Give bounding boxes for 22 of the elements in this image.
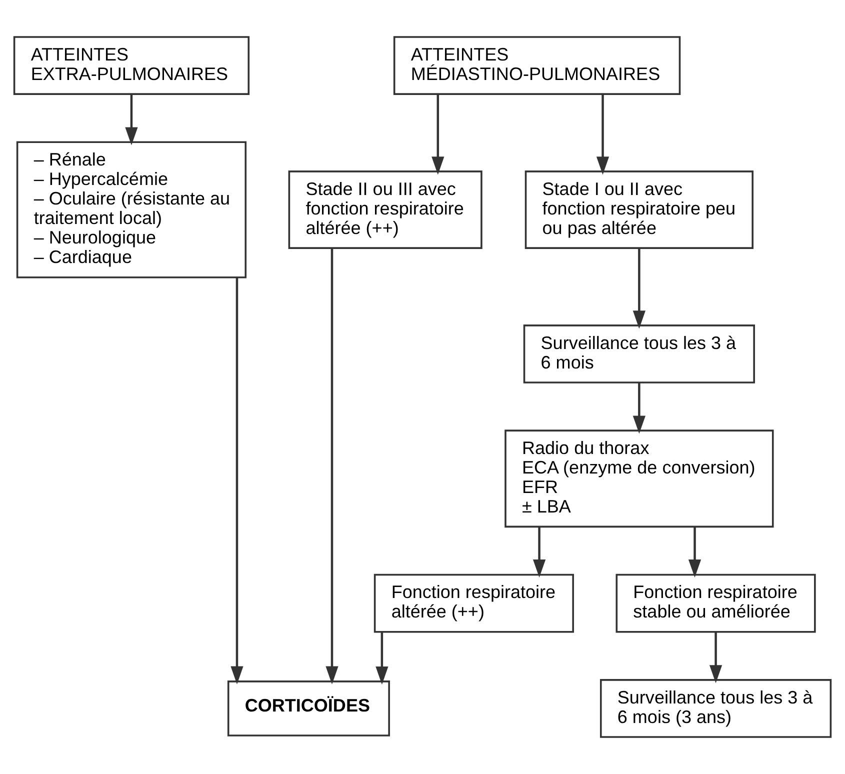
arrow	[230, 278, 244, 684]
arrow	[532, 527, 546, 578]
node-box: Surveillance tous les 3 à 6 mois (3 ans)	[600, 679, 832, 738]
arrow	[632, 248, 646, 329]
arrow	[125, 94, 138, 146]
arrow	[376, 632, 388, 685]
node-box: – Rénale – Hypercalcémie – Oculaire (résistante au traitement local) – Neurologique – Cardiaque	[16, 141, 247, 278]
node-box: Radio du thorax ECA (enzyme de conversion) EFR ± LBA	[504, 430, 774, 528]
node-box: ATTEINTES MÉDIASTINO-PULMONAIRES	[393, 36, 681, 95]
node-box: ATTEINTES EXTRA-PULMONAIRES	[13, 36, 250, 95]
node-box: Stade II ou III avec fonction respiratoire altérée (++)	[288, 170, 482, 249]
arrow	[326, 248, 338, 684]
node-box: Surveillance tous les 3 à 6 mois	[523, 324, 755, 384]
arrow	[432, 94, 444, 175]
arrow	[688, 527, 702, 578]
node-box: Stade I ou II avec fonction respiratoire peu ou pas altérée	[524, 170, 754, 249]
arrow	[709, 632, 722, 684]
arrow	[632, 382, 646, 434]
node-box: CORTICOÏDES	[227, 680, 390, 736]
node-box: Fonction respiratoire altérée (++)	[374, 574, 574, 633]
node-box: Fonction respiratoire stable ou améliorée	[616, 574, 816, 633]
arrow	[596, 94, 610, 175]
